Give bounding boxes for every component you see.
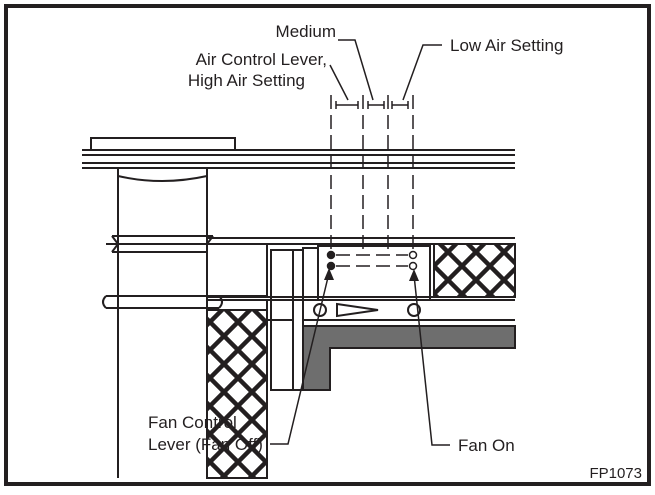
label-fan-control-line2: Lever (Fan Off) [148,435,263,454]
callout-leaders [270,39,450,446]
label-fan-control-line1: Fan Control [148,413,237,432]
fan-on-position [408,250,418,271]
hearth-ledge [302,325,516,391]
label-air-control-line2: High Air Setting [188,71,305,90]
label-air-control-line1: Air Control Lever, [196,50,327,69]
dashed-guides [330,95,414,267]
grille-lattice [206,243,516,479]
air-control-lever [326,250,336,271]
medium-leader [338,39,374,101]
figure-border [4,4,651,486]
fan-control-leader [270,272,330,445]
mantel-cap [82,137,515,169]
callout-arrowheads [324,268,419,281]
label-fan-on: Fan On [458,436,515,455]
air-control-leader [329,64,349,101]
label-medium: Medium [276,22,336,41]
lever-position-markers [335,101,409,109]
low-air-leader [402,44,442,101]
figure-code: FP1073 [589,465,642,482]
fan-on-leader [413,274,450,446]
label-low-air: Low Air Setting [450,36,563,55]
